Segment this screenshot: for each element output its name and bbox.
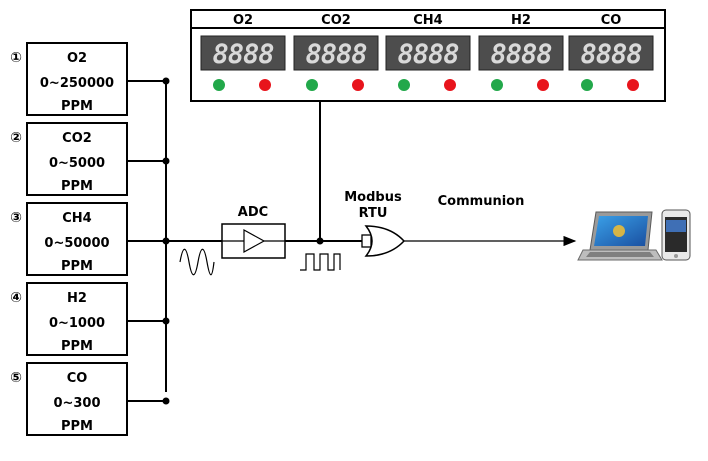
red-led-icon <box>627 79 639 91</box>
modbus-label: Modbus <box>344 190 402 205</box>
seven-segment-display-co: 8888 <box>568 35 654 91</box>
sensor-gas: CO <box>67 371 88 386</box>
sensor-bus <box>127 77 170 405</box>
segment-digits: 8888 <box>305 39 366 70</box>
seven-segment-display-h2: 8888 <box>478 35 564 91</box>
adc-block: ADC <box>166 205 362 259</box>
communication-link: Communion <box>404 194 577 247</box>
bus-junction <box>162 157 170 165</box>
sensor-unit: PPM <box>61 419 93 434</box>
sensor-gas: CH4 <box>62 211 91 226</box>
sensor-range: 0~250000 <box>40 76 114 91</box>
display-header-ch4: CH4 <box>413 13 442 28</box>
sensor-unit: PPM <box>61 179 93 194</box>
green-led-icon <box>581 79 593 91</box>
sensor-index: ⑤ <box>10 370 22 386</box>
adc-label: ADC <box>238 205 268 220</box>
display-header-co: CO <box>601 13 622 28</box>
sensor-range: 0~1000 <box>49 316 105 331</box>
communication-label: Communion <box>438 194 525 209</box>
modbus-gate: Modbus RTU <box>344 190 406 257</box>
red-led-icon <box>444 79 456 91</box>
sensor-index: ② <box>10 130 22 146</box>
digital-wave-icon <box>300 253 341 271</box>
sensor-unit: PPM <box>61 99 93 114</box>
sensor-range: 0~5000 <box>49 156 105 171</box>
bus-junction <box>162 317 170 325</box>
sensor-range: 0~50000 <box>44 236 109 251</box>
sensor-unit: PPM <box>61 259 93 274</box>
sensor-range: 0~300 <box>53 396 100 411</box>
green-led-icon <box>491 79 503 91</box>
sensor-gas: O2 <box>67 51 87 66</box>
smartphone-icon <box>661 209 691 261</box>
display-header-co2: CO2 <box>321 13 351 28</box>
green-led-icon <box>398 79 410 91</box>
seven-segment-display-ch4: 8888 <box>385 35 471 91</box>
seven-segment-display-co2: 8888 <box>293 35 379 91</box>
bus-junction <box>162 77 170 85</box>
analog-wave-icon <box>179 248 215 276</box>
sensor-unit: PPM <box>61 339 93 354</box>
laptop-icon <box>577 211 663 261</box>
red-led-icon <box>537 79 549 91</box>
display-header-h2: H2 <box>511 13 531 28</box>
sensor-index: ④ <box>10 290 22 306</box>
segment-digits: 8888 <box>580 39 641 70</box>
segment-digits: 8888 <box>397 39 458 70</box>
display-panel: O2 CO2 CH4 H2 CO 8888 8888 8888 8888 8888 <box>190 9 666 102</box>
sensor-gas: H2 <box>67 291 87 306</box>
sensor-gas: CO2 <box>62 131 92 146</box>
green-led-icon <box>213 79 225 91</box>
rtu-label: RTU <box>359 206 388 221</box>
sensor-index: ① <box>10 50 22 66</box>
seven-segment-display-o2: 8888 <box>200 35 286 91</box>
red-led-icon <box>259 79 271 91</box>
green-led-icon <box>306 79 318 91</box>
red-led-icon <box>352 79 364 91</box>
sensor-index: ③ <box>10 210 22 226</box>
segment-digits: 8888 <box>212 39 273 70</box>
bus-junction <box>162 397 170 405</box>
segment-digits: 8888 <box>490 39 551 70</box>
display-header-o2: O2 <box>233 13 253 28</box>
